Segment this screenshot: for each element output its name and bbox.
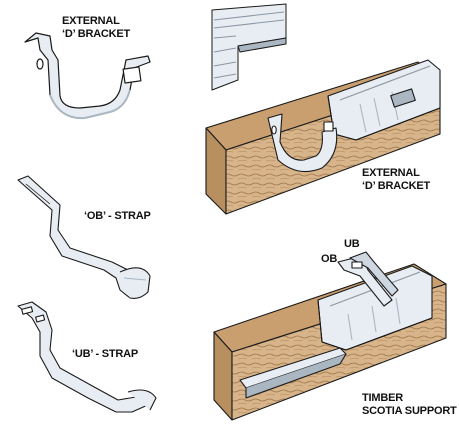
external-d-bracket-part bbox=[24, 32, 151, 120]
ob-strap-part bbox=[17, 175, 151, 299]
label-ub: UB bbox=[344, 238, 360, 250]
gutter-section-part bbox=[211, 3, 287, 91]
label-ob-strap: ‘OB’ - STRAP bbox=[84, 210, 151, 222]
label-line-external-2: EXTERNAL bbox=[362, 167, 420, 179]
label-line-d-bracket-2: ‘D’ BRACKET bbox=[362, 180, 431, 192]
label-line-timber: TIMBER bbox=[362, 392, 403, 404]
fascia-board-top bbox=[205, 59, 441, 215]
label-line-external: EXTERNAL bbox=[62, 15, 120, 27]
fascia-board-bottom bbox=[213, 251, 447, 421]
label-ub-strap: ‘UB’ - STRAP bbox=[72, 348, 139, 360]
label-ob: OB bbox=[321, 253, 338, 265]
label-line-scotia-support: SCOTIA SUPPORT bbox=[362, 405, 457, 417]
label-external-d-bracket-fascia: EXTERNAL ‘D’ BRACKET bbox=[362, 167, 430, 193]
label-timber-scotia-support: TIMBER SCOTIA SUPPORT bbox=[362, 392, 457, 418]
ub-strap-part bbox=[17, 301, 157, 413]
label-external-d-bracket: EXTERNAL ‘D’ BRACKET bbox=[62, 15, 130, 41]
label-line-d-bracket: ‘D’ BRACKET bbox=[62, 28, 131, 40]
